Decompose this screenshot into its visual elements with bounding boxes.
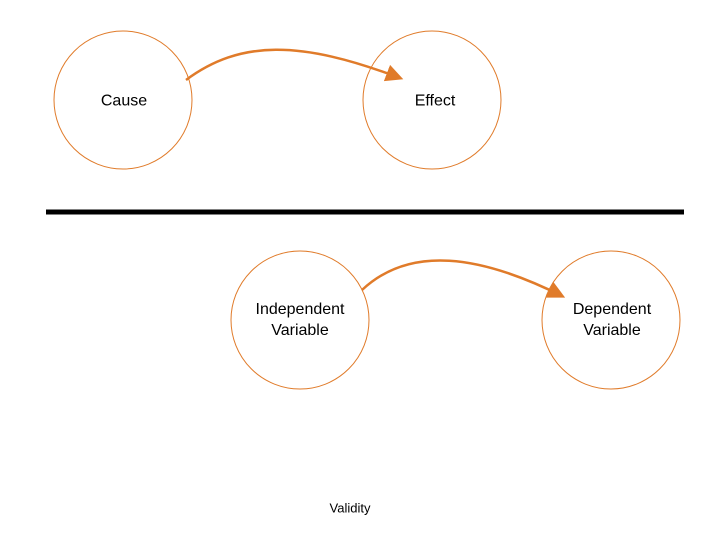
cause-circle — [53, 30, 193, 170]
validity-footer: Validity — [330, 501, 371, 516]
cause-label-text: Cause — [100, 92, 148, 110]
independent-variable-line2: Variable — [271, 322, 329, 339]
dependent-variable-line2: Variable — [583, 322, 641, 339]
effect-circle — [362, 30, 502, 170]
dependent-variable-label: Dependent Variable — [573, 299, 651, 341]
dependent-variable-line1: Dependent — [572, 301, 652, 318]
cause-label: Cause — [101, 91, 147, 112]
validity-footer-text: Validity — [329, 500, 371, 516]
effect-label: Effect — [415, 91, 456, 112]
effect-label-text: Effect — [414, 92, 456, 110]
independent-variable-line1: Independent — [255, 301, 345, 318]
cause-to-effect-arrow — [185, 48, 404, 82]
independent-variable-circle — [230, 250, 370, 390]
independent-variable-label: Independent Variable — [256, 299, 345, 341]
dependent-variable-circle — [541, 250, 681, 390]
independent-to-dependent-arrow — [361, 259, 566, 298]
